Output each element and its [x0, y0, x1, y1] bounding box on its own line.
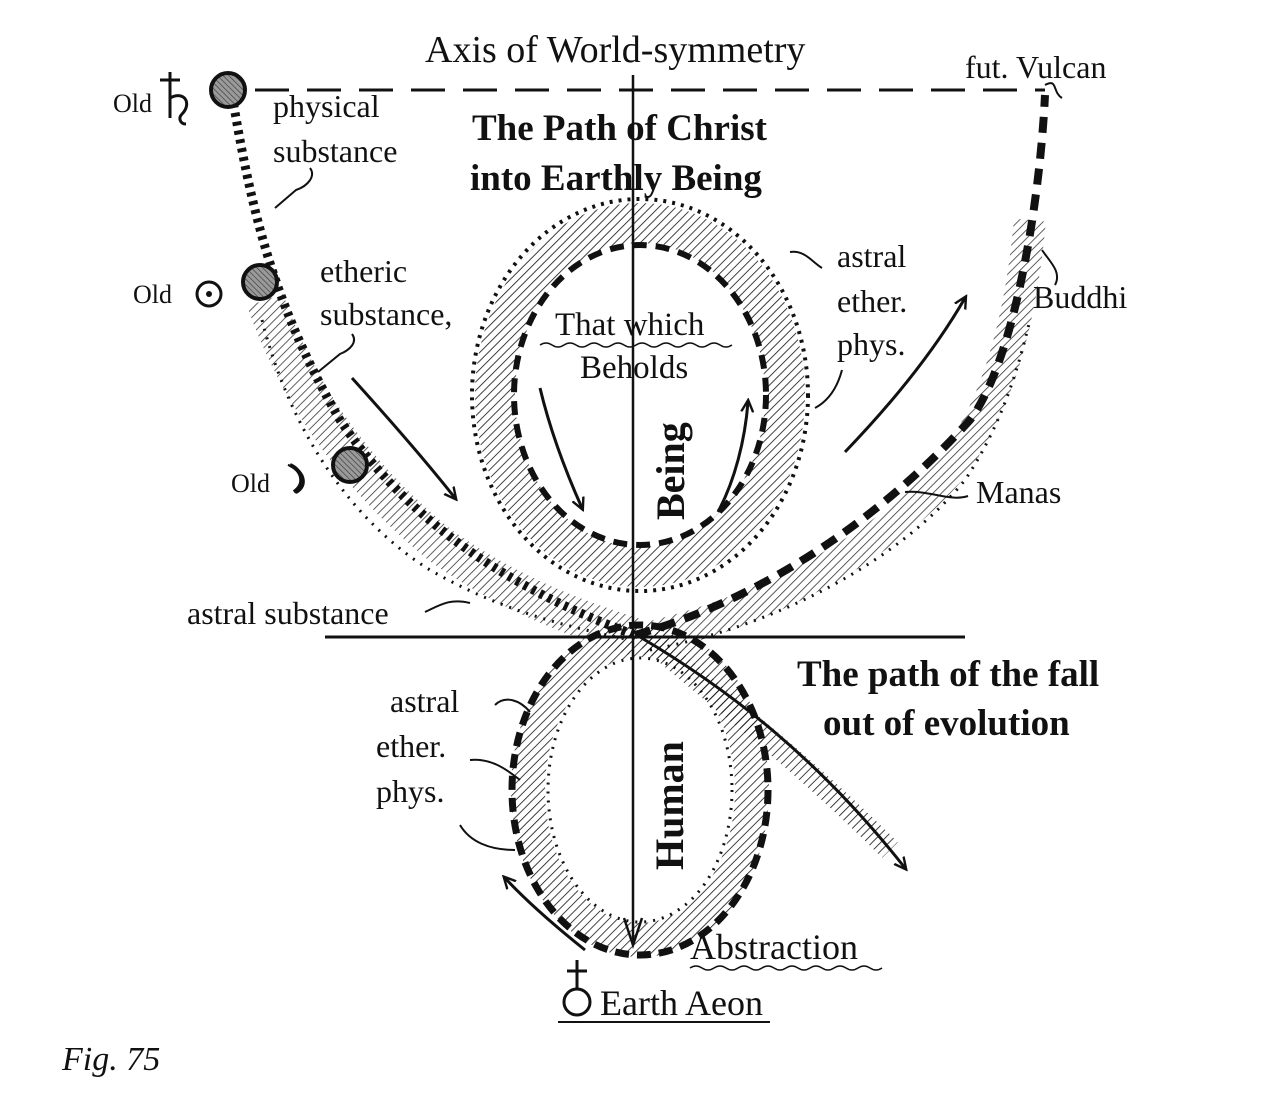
phys-left-label: phys. [376, 773, 444, 809]
leader-vulcan [1044, 82, 1063, 99]
phys-right-label: phys. [837, 326, 905, 362]
upper-loop-inner [511, 242, 769, 548]
abstraction-label: Abstraction [690, 927, 858, 967]
lower-loop-outer [508, 621, 772, 959]
axis-title: Axis of World-symmetry [425, 29, 805, 71]
christ-path-title-line2: into Earthly Being [470, 158, 762, 199]
fall-path-line [639, 635, 905, 868]
figure-caption: Fig. 75 [61, 1041, 160, 1078]
old-moon-disc [331, 446, 369, 484]
human-label: Human [647, 741, 692, 870]
descent-path-hatch [247, 293, 641, 656]
etheric-substance-label: substance, [320, 296, 452, 332]
old-sun-label: Old [133, 280, 172, 309]
ascent-path-dots [649, 319, 1032, 652]
earth-icon [562, 960, 592, 1017]
vulcan-label: fut. Vulcan [965, 49, 1106, 85]
beholds-squiggle [539, 342, 733, 348]
ether-right-label: ether. [837, 283, 907, 319]
beholds-label-line2: Beholds [580, 350, 688, 386]
old-moon-label: Old [231, 469, 270, 498]
buddhi-label: Buddhi [1033, 279, 1127, 315]
descent-path-dots [260, 319, 631, 642]
leader-astral-left [494, 698, 531, 713]
descent-arrow [350, 376, 455, 498]
leader-etheric [317, 333, 356, 373]
astral-right-label: astral [837, 238, 906, 274]
sun-icon [195, 280, 223, 308]
ascent-arrow [843, 298, 965, 454]
leader-astral-substance [424, 600, 471, 613]
ascent-path-hatch [636, 218, 1046, 656]
inner-descent-arrow [538, 387, 582, 508]
fall-path-title-line1: The path of the fall [797, 654, 1099, 695]
leader-phys-right [814, 369, 843, 409]
inner-ascent-arrow [716, 402, 748, 513]
fall-path-title-line2: out of evolution [823, 703, 1070, 744]
being-label: Being [648, 422, 693, 520]
beholds-label-line1: That which [555, 307, 705, 343]
earth-return-arrow [505, 878, 586, 952]
astral-left-label: astral [390, 683, 459, 719]
leader-ether-left [469, 758, 521, 781]
earth-aeon-label: Earth Aeon [600, 983, 763, 1023]
astral-substance-label: astral substance [187, 595, 389, 631]
etheric-label: etheric [320, 253, 407, 289]
moon-icon [287, 463, 305, 494]
lower-loop-hatch [511, 623, 769, 957]
manas-label: Manas [976, 474, 1061, 510]
leader-astral-right [789, 250, 823, 269]
old-saturn-disc [209, 71, 247, 109]
saturn-icon [160, 72, 189, 126]
fall-path-hatch [642, 631, 898, 858]
leader-manas [904, 490, 969, 499]
old-saturn-label: Old [113, 89, 152, 118]
physical-label: physical [273, 88, 380, 124]
upper-loop-hatch [475, 203, 805, 587]
old-sun-disc [241, 263, 279, 301]
physical-substance-label: substance [273, 133, 397, 169]
ether-left-label: ether. [376, 728, 446, 764]
leader-physical [274, 167, 314, 209]
leader-buddhi [1041, 249, 1059, 286]
christ-path-title-line1: The Path of Christ [472, 108, 768, 149]
abstraction-underline [689, 965, 883, 971]
upper-loop-outer [470, 197, 810, 593]
lower-loop-inner [546, 656, 734, 924]
leader-phys-left [459, 824, 516, 851]
